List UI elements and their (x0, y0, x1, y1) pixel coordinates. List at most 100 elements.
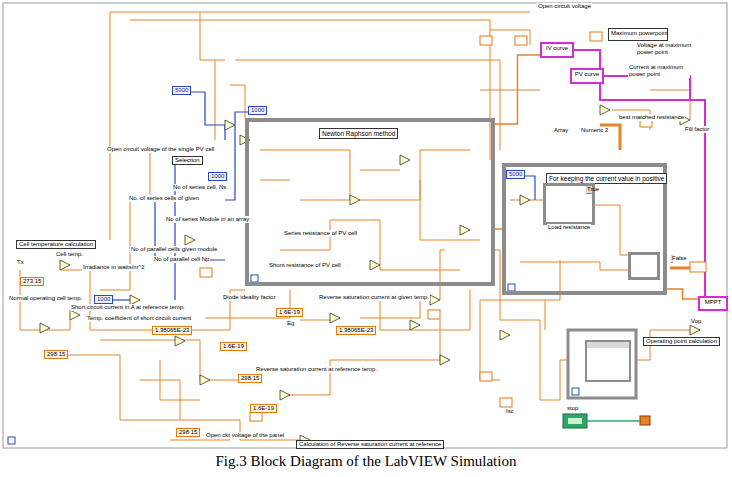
wire-segment (690, 262, 706, 272)
numeric-constant: 298.15 (44, 350, 68, 359)
wire-label: Series resistance of PV cell (283, 230, 358, 237)
numeric-indicator: Maximum powerpoint (608, 28, 668, 41)
wire-label: Irradiance in watts/m^2 (82, 264, 146, 271)
wire-segment (545, 300, 546, 330)
numeric-constant: 1.6E-19 (250, 404, 277, 413)
numeric-constant: 298.15 (176, 428, 200, 437)
diagram-window (3, 3, 727, 448)
wire-segment (110, 12, 111, 240)
wire-segment (70, 310, 80, 320)
wire-segment (460, 225, 470, 235)
wire-label: Eg (286, 320, 295, 327)
wire-segment (370, 260, 380, 270)
wire-segment (200, 375, 210, 385)
wire-segment (280, 320, 440, 395)
wire-segment (602, 76, 690, 100)
wire-label: Isc (505, 408, 515, 415)
wire-segment (480, 372, 492, 381)
graph-indicator: MPPT (698, 296, 728, 311)
stop-button-face (568, 418, 582, 424)
wire-segment (428, 310, 440, 319)
data-wire (495, 228, 502, 230)
wire-label: Open ckt voltage of the panel (205, 432, 285, 439)
integer-constant: 1000 (94, 295, 113, 304)
wire-segment (500, 398, 512, 407)
terminal-icons (200, 32, 706, 421)
wire-label: Voltage at maximum power point (636, 42, 710, 56)
wire-label: No of series Module in an array (165, 216, 250, 223)
wire-label: Reverse saturation current at given temp… (318, 294, 430, 301)
data-wire (667, 289, 698, 299)
free-label: Calculation of Reverse saturation curren… (296, 440, 444, 449)
wire-segment (280, 220, 380, 250)
wire-segment (690, 325, 700, 335)
wire-segment (230, 85, 245, 118)
wire-segment (595, 205, 628, 255)
wire-segment (200, 12, 225, 60)
wire-segment (520, 262, 628, 270)
wire-segment (260, 180, 290, 181)
for-loop: Newton Raphson method (245, 118, 495, 286)
orange-wires (20, 12, 720, 440)
wire-segment (100, 340, 260, 380)
wire-segment (440, 355, 450, 365)
wire-label: Temp. coefficient of short circuit curre… (86, 315, 192, 322)
integer-constant: 1000 (208, 172, 227, 181)
wire-label: stop (566, 405, 579, 412)
wire-label: Current at maximum power point (628, 64, 690, 78)
wire-label: No of series cell, Ns (172, 184, 227, 191)
wire-segment (508, 284, 515, 291)
wire-label: Tx (16, 259, 25, 266)
array-wires (600, 125, 690, 268)
wire-label: No of parallel cells given module (130, 246, 218, 253)
wire-segment (480, 36, 492, 45)
function-icons (40, 105, 700, 445)
wire-segment (110, 12, 530, 13)
wire-segment (140, 380, 180, 420)
numeric-constant: 273.15 (20, 277, 44, 286)
case-structure: True (543, 183, 595, 225)
wire-label: Cell temp. (55, 251, 84, 258)
wire-segment (490, 30, 530, 45)
wire-segment (572, 388, 579, 395)
wire-segment (600, 105, 610, 115)
node-text: False (671, 255, 673, 263)
stop-button (563, 414, 587, 428)
wire-segment (300, 150, 470, 200)
wire-segment (430, 295, 440, 305)
graph-indicator: IV curve (540, 42, 574, 58)
wire-segment (40, 323, 50, 333)
wire-segment (60, 260, 70, 270)
integer-wires (98, 92, 535, 300)
node-text: PV curve (572, 70, 602, 79)
figure-caption: Fig.3 Block Diagram of the LabVIEW Simul… (0, 453, 732, 470)
wire-label: Shunt resistance of PV cell (268, 262, 342, 269)
wire-segment (500, 330, 510, 340)
numeric-constant: 1.6E-19 (220, 342, 247, 351)
boolean-wire (587, 420, 640, 422)
free-label: Operating point calculation (643, 337, 720, 346)
wire-segment (200, 268, 212, 277)
wire-label: Numeric 2 (580, 127, 609, 134)
free-label: Selection (172, 156, 203, 165)
wire-segment (670, 267, 690, 270)
integer-constant: 5000 (172, 86, 191, 95)
wire-segment (235, 60, 500, 150)
wire-label: Short circuit current in A at reference … (70, 304, 186, 311)
integer-constant: 1000 (248, 106, 267, 115)
wire-segment (480, 300, 500, 380)
wire-segment (185, 92, 225, 140)
wire-segment (350, 195, 360, 205)
wire-segment (420, 180, 480, 240)
wire-label: Open circuit voltage (537, 3, 592, 10)
wire-label: Open circuit voltage of the single PV ce… (106, 146, 215, 153)
integer-constant: 5000 (506, 170, 525, 179)
wire-segment (175, 336, 185, 346)
data-wire (495, 55, 540, 124)
wire-segment (515, 36, 527, 45)
node-text: Newton Raphson method (319, 128, 398, 139)
wire-segment (185, 235, 195, 245)
